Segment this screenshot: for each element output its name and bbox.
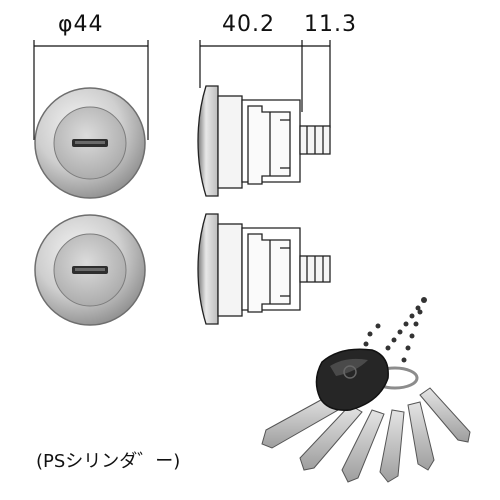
length-dimension-lines <box>199 40 331 128</box>
cylinder-face-icon <box>34 87 146 199</box>
diameter-dimension-lines <box>33 40 149 140</box>
tail-length-label: 11.3 <box>304 12 357 37</box>
cylinder-side-icon <box>197 85 331 197</box>
product-caption: (PSシリンダ゛ー) <box>36 451 181 472</box>
diameter-label: φ44 <box>58 12 104 37</box>
key-bundle-icon <box>261 297 471 483</box>
cylinder-side-icon <box>197 213 331 325</box>
cylinder-face-icon <box>34 214 146 326</box>
length-label: 40.2 <box>222 12 275 37</box>
